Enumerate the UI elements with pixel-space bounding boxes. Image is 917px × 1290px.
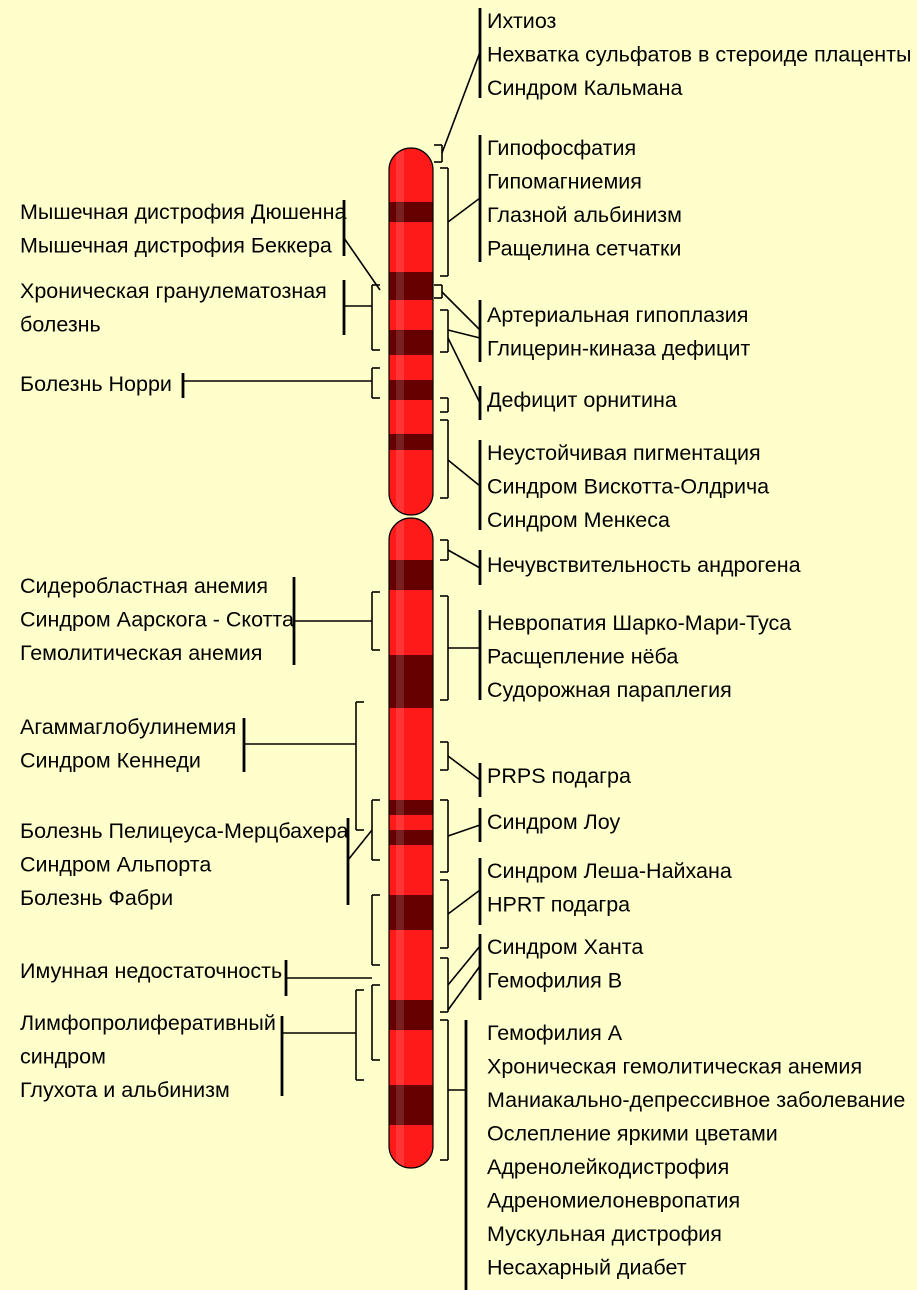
disease-label: Несахарный диабет <box>487 1256 687 1280</box>
chromosome-band-q-dark <box>389 800 433 815</box>
disease-label: Артериальная гипоплазия <box>487 303 748 327</box>
connector-lines <box>181 8 482 1290</box>
chromosome-band-q-light <box>389 930 433 1000</box>
disease-label: Глухота и альбинизм <box>20 1078 230 1102</box>
connector-line <box>441 51 481 154</box>
disease-label: Адренолейкодистрофия <box>487 1155 729 1179</box>
disease-label: синдром <box>20 1045 106 1069</box>
disease-label: Мышечная дистрофия Дюшенна <box>20 200 347 224</box>
connector-line <box>447 965 481 1011</box>
chromosome-band-p-light <box>389 400 433 434</box>
chromosome-band-p-dark <box>389 330 433 355</box>
disease-label: Гипофосфатия <box>487 136 636 160</box>
disease-label: Синдром Лоу <box>487 810 620 834</box>
chromosome-band-q-light <box>389 845 433 895</box>
disease-label: Ращелина сетчатки <box>487 237 681 261</box>
connector-line <box>447 889 481 915</box>
disease-label: Мышечная дистрофия Беккера <box>20 234 332 258</box>
chromosome-short-arm-outline <box>388 147 434 516</box>
connector-line <box>441 291 481 331</box>
chromosome-band-p-dark <box>389 202 433 222</box>
disease-label: Глазной альбинизм <box>487 203 682 227</box>
chromosome-band-q-dark <box>389 895 433 930</box>
chromosome-band-q-light <box>389 1030 433 1085</box>
chromosome-band-q-dark <box>389 655 433 708</box>
chromosome-long-arm <box>389 518 433 1168</box>
connector-line <box>447 337 481 404</box>
chromosome-long-arm-outline <box>388 517 434 1169</box>
disease-label: Хроническая гемолитическая анемия <box>487 1055 862 1079</box>
disease-label: Синдром Кальмана <box>487 76 682 100</box>
disease-label: Нечувствительность андрогена <box>487 553 801 577</box>
disease-label: Невропатия Шарко-Мари-Туса <box>487 611 791 635</box>
disease-label: Неустойчивая пигментация <box>487 441 761 465</box>
disease-label: HPRT подагра <box>487 893 630 917</box>
chromosome-band-q-light <box>389 518 433 560</box>
disease-label: Болезнь Пелицеуса-Мерцбахера <box>20 819 349 843</box>
disease-label: Синдром Менкеса <box>487 508 670 532</box>
chromosome-band-q-light <box>389 1125 433 1168</box>
chromosome-band-p-light <box>389 222 433 272</box>
chromosome-highlight <box>396 518 404 1168</box>
chromosome-band-q-dark <box>389 1000 433 1030</box>
disease-label: Синдром Вискотта-Олдрича <box>487 475 769 499</box>
disease-label: Хроническая гранулематозная <box>20 279 327 303</box>
disease-label: Болезнь Фабри <box>20 886 173 910</box>
connector-line <box>447 824 481 837</box>
disease-label: Расщепление нёба <box>487 645 678 669</box>
disease-label: Ихтиоз <box>487 9 557 33</box>
connector-line <box>447 945 481 986</box>
disease-label: Маниакально-депрессивное заболевание <box>487 1088 905 1112</box>
disease-label: Гемолитическая анемия <box>20 641 262 665</box>
connector-line <box>343 237 381 291</box>
connector-line <box>447 459 481 487</box>
disease-label: Дефицит орнитина <box>487 388 677 412</box>
chromosome-highlight <box>396 148 404 515</box>
chromosome-band-q-dark <box>389 560 433 590</box>
connector-line <box>447 549 481 569</box>
disease-label: Синдром Ханта <box>487 935 643 959</box>
disease-label: Нехватка сульфатов в стероиде плаценты <box>487 43 911 67</box>
connector-line <box>447 755 481 781</box>
disease-label: Болезнь Норри <box>20 372 172 396</box>
chromosome-band-q-light <box>389 708 433 800</box>
disease-label: Ослепление яркими цветами <box>487 1122 778 1146</box>
chromosome-band-p-dark <box>389 272 433 300</box>
disease-label: Синдром Леша-Найхана <box>487 859 732 883</box>
chromosome <box>388 147 434 1169</box>
disease-label: Имунная недостаточность <box>20 959 282 983</box>
disease-label: PRPS подагра <box>487 764 631 788</box>
disease-label: Судорожная параплегия <box>487 678 732 702</box>
chromosome-band-p-dark <box>389 380 433 400</box>
disease-label: Агаммаглобулинемия <box>20 715 236 739</box>
disease-label: Синдром Кеннеди <box>20 749 201 773</box>
disease-label: болезнь <box>20 313 101 337</box>
connector-line <box>347 829 373 861</box>
chromosome-band-q-light <box>389 590 433 655</box>
chromosome-band-q-dark <box>389 1085 433 1125</box>
connector-line <box>447 197 481 223</box>
disease-label: Глицерин-киназа дефицит <box>487 337 750 361</box>
chromosome-short-arm <box>389 148 433 515</box>
disease-label: Гемофилия B <box>487 969 622 993</box>
chromosome-band-q-dark <box>389 830 433 845</box>
chromosome-band-q-light <box>389 815 433 830</box>
connector-line <box>447 329 481 339</box>
disease-label: Адреномиелоневропатия <box>487 1189 740 1213</box>
disease-label: Гемофилия A <box>487 1021 623 1045</box>
disease-label: Гипомагниемия <box>487 170 642 194</box>
chromosome-band-p-light <box>389 450 433 515</box>
chromosome-band-p-dark <box>389 434 433 450</box>
chromosome-band-p-light <box>389 148 433 202</box>
disease-label: Лимфопролиферативный <box>20 1011 276 1035</box>
disease-label: Мускульная дистрофия <box>487 1222 722 1246</box>
disease-label: Синдром Альпорта <box>20 853 211 877</box>
disease-label: Сидеробластная анемия <box>20 574 268 598</box>
disease-label: Синдром Аарскога - Скотта <box>20 608 294 632</box>
chromosome-band-p-light <box>389 300 433 330</box>
chromosome-band-p-light <box>389 355 433 380</box>
